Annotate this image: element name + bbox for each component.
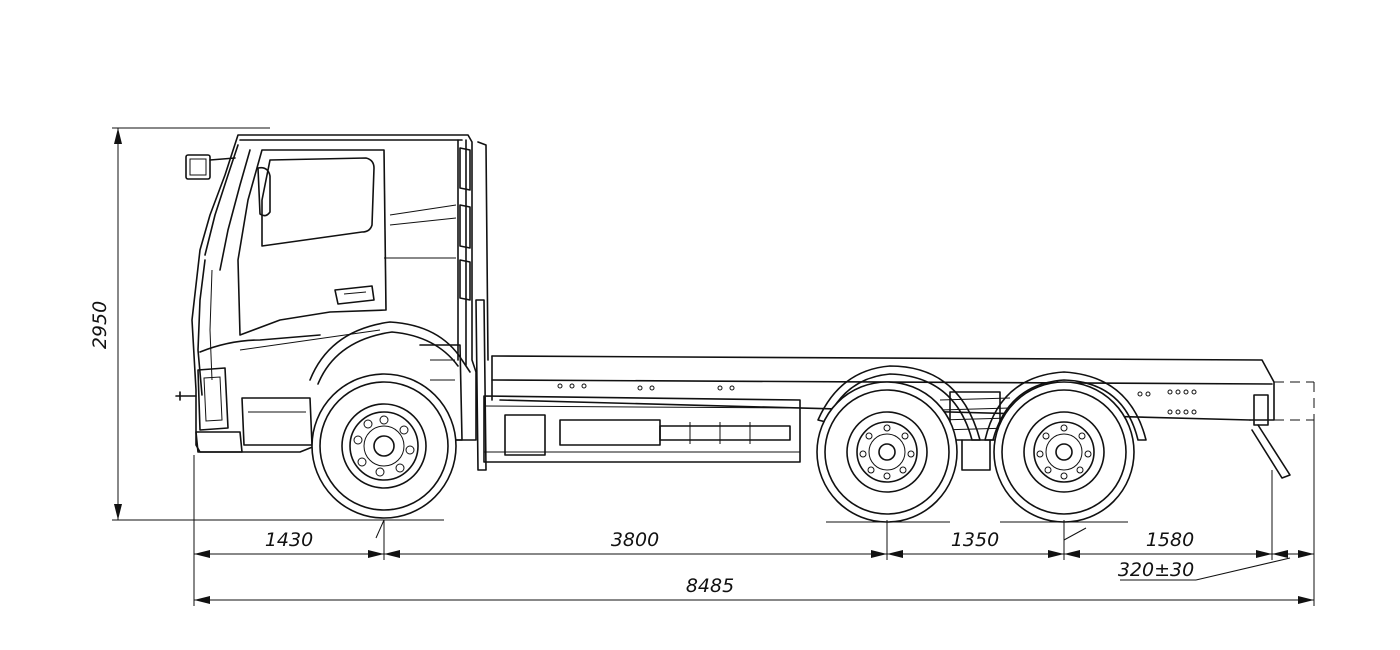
middle-axle-wheel [816, 381, 958, 523]
row1-dimensions: 1430 3800 1350 1580 [194, 529, 1314, 558]
front-overhang-label: 1430 [265, 529, 313, 551]
height-dimension: 2950 [89, 127, 330, 521]
wheelbase-label: 3800 [611, 529, 659, 551]
rear-overhang-label: 1580 [1146, 529, 1194, 551]
frame-offset-label: 320±30 [1118, 559, 1194, 581]
rear-axle-wheel [993, 381, 1135, 523]
bogie-spacing-label: 1350 [951, 529, 999, 551]
rear-fenders [817, 365, 1147, 441]
frame-bolts [557, 383, 1197, 415]
overall-length-label: 8485 [686, 575, 734, 597]
truck-cab [175, 134, 489, 471]
height-label: 2950 [89, 301, 111, 349]
front-wheel [311, 373, 457, 519]
frame-offset-dimension: 320±30 [1118, 557, 1291, 581]
overall-length-dimension: 8485 [194, 575, 1314, 604]
extension-lines [193, 420, 1315, 606]
